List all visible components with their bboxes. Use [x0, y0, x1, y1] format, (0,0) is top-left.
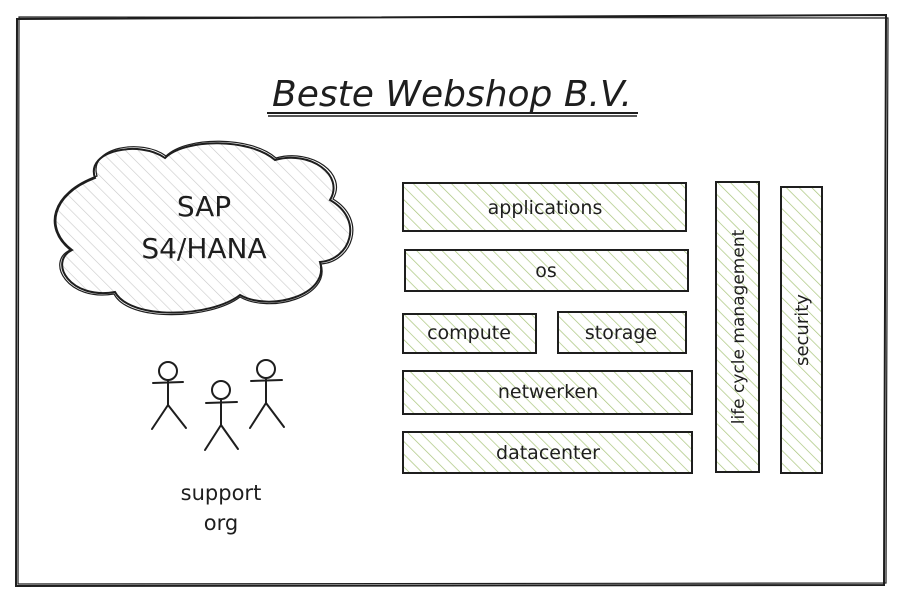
layer-datacenter-label: datacenter: [496, 442, 600, 464]
layer-os-box: [404, 249, 689, 292]
layer-applications-box: [402, 182, 687, 232]
pillar-security-box: [780, 186, 823, 474]
layer-netwerken-label: netwerken: [498, 381, 598, 403]
layer-compute: compute: [402, 313, 537, 354]
outer-frame: [14, 13, 889, 588]
cloud-label-line1: SAP: [177, 190, 231, 223]
support-label-line1: support: [181, 481, 262, 505]
cloud-shape: [54, 142, 352, 314]
pillar-security-label: security: [792, 294, 813, 366]
sap-cloud: SAP S4/HANA: [53, 140, 354, 316]
person-icon-middle: [204, 380, 239, 451]
person-icon-left: [151, 361, 187, 430]
cloud-label-line2: S4/HANA: [141, 232, 266, 265]
layer-storage-label: storage: [585, 322, 657, 344]
layer-os-label: os: [535, 260, 557, 282]
layer-datacenter: datacenter: [402, 431, 693, 474]
page-title-group: Beste Webshop B.V.: [267, 74, 638, 117]
layer-os: os: [404, 249, 689, 292]
layer-netwerken-box: [402, 370, 693, 415]
support-label-line2: org: [204, 511, 238, 535]
layer-netwerken: netwerken: [402, 370, 693, 415]
support-people-icon: [151, 359, 285, 451]
cloud-shape-outline-2: [53, 140, 354, 316]
layer-applications-label: applications: [488, 197, 603, 219]
person-icon-right: [249, 359, 285, 429]
page-title: Beste Webshop B.V.: [272, 74, 632, 115]
layer-compute-box: [402, 313, 537, 354]
layer-compute-label: compute: [427, 322, 511, 344]
layer-storage: storage: [557, 311, 687, 354]
pillar-security: security: [780, 186, 823, 474]
pillar-lifecycle: life cycle management: [715, 181, 760, 473]
layer-datacenter-box: [402, 431, 693, 474]
layer-storage-box: [557, 311, 687, 354]
pillar-lifecycle-box: [715, 181, 760, 473]
layer-applications: applications: [402, 182, 687, 232]
pillar-lifecycle-label: life cycle management: [729, 229, 749, 424]
